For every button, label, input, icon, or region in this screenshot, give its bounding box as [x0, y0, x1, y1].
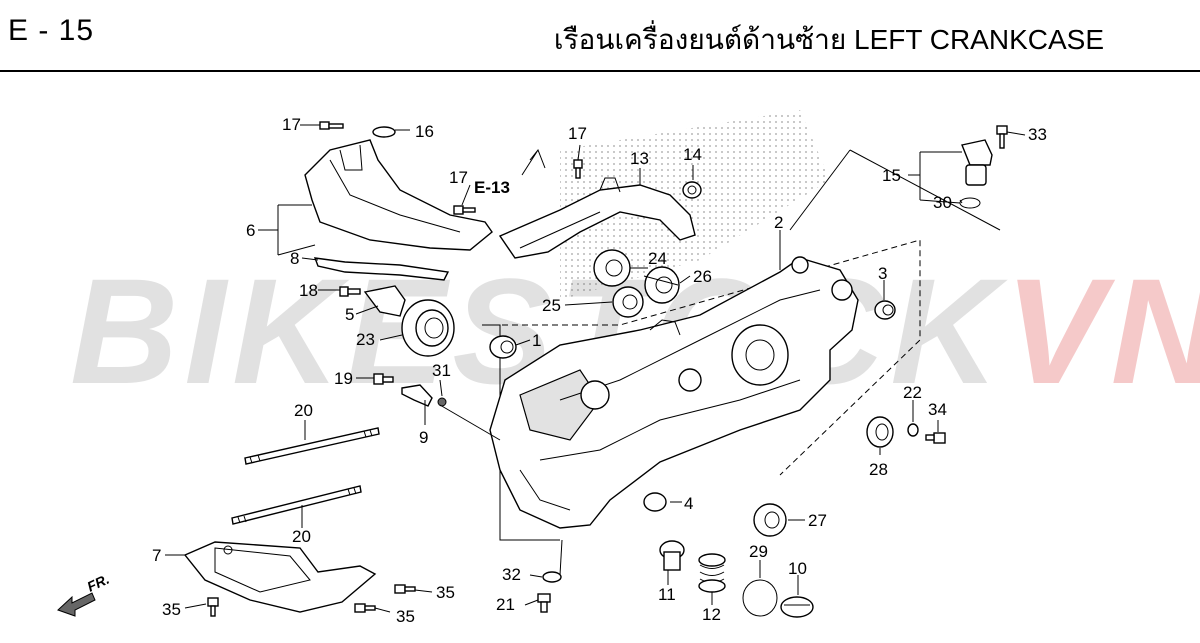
front-direction-label: FR. — [85, 571, 112, 595]
part-17-bolt-a[interactable] — [319, 121, 344, 130]
callout-25: 25 — [542, 296, 561, 315]
part-1-dowel[interactable] — [489, 335, 517, 359]
leader-lines — [165, 124, 1026, 613]
part-17-bolt-b[interactable] — [453, 205, 476, 215]
part-23-oil-seal[interactable] — [401, 299, 455, 357]
callout-35-a: 35 — [162, 600, 181, 619]
callout-5: 5 — [345, 305, 354, 324]
callout-16: 16 — [415, 122, 434, 141]
callout-14: 14 — [683, 145, 702, 164]
hatch-area — [560, 110, 830, 300]
callout-10: 10 — [788, 559, 807, 578]
callout-35-b: 35 — [436, 583, 455, 602]
part-35-bolt-c[interactable] — [354, 603, 376, 613]
callout-13: 13 — [630, 149, 649, 168]
callout-17-b: 17 — [568, 124, 587, 143]
callout-17-a: 17 — [282, 115, 301, 134]
part-10-drain-cap[interactable] — [780, 596, 814, 618]
parts-diagram: FR. E-13 — [57, 110, 1047, 626]
part-26-bearing[interactable] — [644, 266, 680, 304]
callout-31: 31 — [432, 361, 451, 380]
callout-21: 21 — [496, 595, 515, 614]
callout-4: 4 — [684, 494, 693, 513]
callout-34: 34 — [928, 400, 947, 419]
part-4-dowel[interactable] — [643, 492, 667, 512]
callout-15: 15 — [882, 166, 901, 185]
part-2-crankcase[interactable] — [489, 256, 859, 529]
part-6-cover[interactable] — [304, 139, 493, 251]
part-33-bolt[interactable] — [996, 125, 1008, 149]
callout-29: 29 — [749, 542, 768, 561]
callout-20-a: 20 — [294, 401, 313, 420]
part-30-o-ring[interactable] — [959, 197, 981, 209]
part-3-dowel[interactable] — [874, 300, 896, 320]
callout-28: 28 — [869, 460, 888, 479]
part-28-oil-seal[interactable] — [866, 416, 894, 448]
callout-12: 12 — [702, 605, 721, 624]
callout-8: 8 — [290, 249, 299, 268]
callout-7: 7 — [152, 546, 161, 565]
part-24-bearing[interactable] — [593, 249, 631, 287]
page-header: E - 15 เรือนเครื่องยนต์ด้านซ้าย LEFT CRA… — [0, 0, 1200, 72]
callout-3: 3 — [878, 264, 887, 283]
part-15-sensor[interactable] — [961, 139, 993, 186]
page-code: E - 15 — [8, 14, 95, 47]
part-8-gasket[interactable] — [313, 257, 450, 281]
callout-22: 22 — [903, 383, 922, 402]
part-22-washer[interactable] — [907, 423, 919, 437]
part-34-bolt[interactable] — [925, 432, 946, 444]
front-direction-arrow: FR. — [57, 571, 112, 617]
part-19-bolt[interactable] — [373, 373, 394, 385]
reference-arrow — [521, 149, 546, 176]
part-11-strainer-screen[interactable] — [659, 540, 685, 571]
watermark-part-b: VN — [1004, 247, 1200, 415]
callout-26: 26 — [693, 267, 712, 286]
part-35-bolt-b[interactable] — [394, 584, 416, 594]
part-32-washer[interactable] — [542, 571, 562, 583]
callout-18: 18 — [299, 281, 318, 300]
callout-23: 23 — [356, 330, 375, 349]
callout-33: 33 — [1028, 125, 1047, 144]
callout-35-c: 35 — [396, 607, 415, 626]
callout-6: 6 — [246, 221, 255, 240]
callout-20-b: 20 — [292, 527, 311, 546]
part-25-bearing[interactable] — [612, 286, 644, 318]
part-21-drain-bolt[interactable] — [537, 593, 551, 613]
part-35-bolt-a[interactable] — [207, 597, 219, 617]
assembly-frame-right — [482, 239, 921, 476]
part-12-spring[interactable] — [698, 553, 726, 593]
part-27-oil-seal[interactable] — [753, 503, 787, 537]
callout-2: 2 — [774, 213, 783, 232]
part-29-o-ring[interactable] — [742, 579, 778, 617]
callout-19: 19 — [334, 369, 353, 388]
part-7-guard[interactable] — [183, 541, 377, 613]
part-31-clip[interactable] — [437, 397, 447, 407]
part-16-washer[interactable] — [372, 126, 396, 138]
callout-1: 1 — [532, 331, 541, 350]
callout-27: 27 — [808, 511, 827, 530]
reference-e13: E-13 — [474, 178, 510, 197]
callout-numbers: 1 2 3 4 5 6 7 8 9 10 11 12 13 14 15 16 1… — [152, 115, 1047, 626]
part-14-collar[interactable] — [682, 181, 702, 199]
part-20-stud-lower[interactable] — [231, 485, 362, 525]
part-18-bolt[interactable] — [339, 286, 361, 297]
part-5-bracket[interactable] — [363, 285, 406, 317]
callout-32: 32 — [502, 565, 521, 584]
callout-30: 30 — [933, 193, 952, 212]
part-13-bracket[interactable] — [498, 177, 696, 259]
part-20-stud-upper[interactable] — [244, 427, 380, 465]
page-title: เรือนเครื่องยนต์ด้านซ้าย LEFT CRANKCASE — [553, 24, 1104, 55]
callout-11: 11 — [658, 585, 676, 604]
callout-24: 24 — [648, 249, 667, 268]
header-rule — [0, 70, 1200, 72]
part-9-breather-pipe[interactable] — [401, 384, 433, 407]
callout-17-c: 17 — [449, 168, 468, 187]
callout-9: 9 — [419, 428, 428, 447]
